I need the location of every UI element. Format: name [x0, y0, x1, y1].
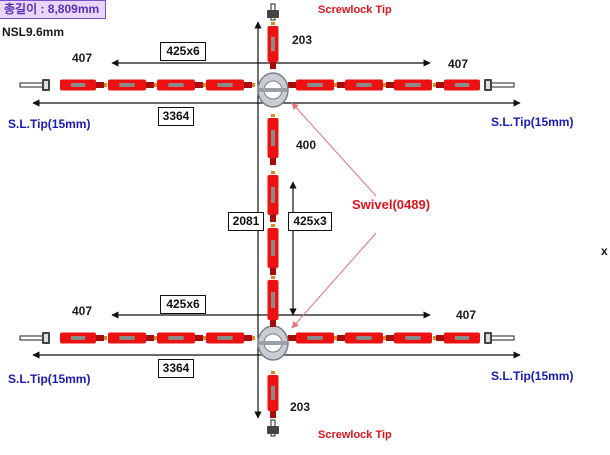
horizontal-total-box-top: 3364: [158, 107, 194, 126]
end-tip-left-top: [19, 79, 50, 91]
chain-link-left-bottom-1: [108, 332, 157, 344]
swivel-pointer-bottom: [291, 232, 377, 329]
screwlock-tip-top-label: Screwlock Tip: [318, 4, 392, 16]
chain-link-right-bottom-3: [383, 332, 432, 344]
vertical-segment-box: 425x3: [288, 212, 332, 231]
swivel-top: [257, 72, 289, 108]
sl-tip-label-bottom-left: S.L.Tip(15mm): [8, 372, 91, 386]
end-tip-left-bottom: [19, 332, 50, 344]
top-link-length: 203: [292, 33, 313, 47]
sl-tip-label-top-left: S.L.Tip(15mm): [8, 117, 91, 131]
sl-tip-label-top-right: S.L.Tip(15mm): [491, 115, 574, 129]
top-link: [267, 22, 279, 69]
screwlock-tip-bottom-label: Screwlock Tip: [318, 429, 392, 441]
chain-link-right-top-2: [334, 79, 383, 91]
end-tip-right-bottom: [484, 332, 515, 344]
chain-link-left-top-3: [206, 79, 255, 91]
end-link-length-top-right: 407: [448, 57, 469, 71]
end-link-length-top-left: 407: [72, 51, 93, 65]
end-tip-right-top: [484, 79, 515, 91]
chain-link-left-top-1: [108, 79, 157, 91]
chain-link-right-bottom-2: [334, 332, 383, 344]
stray-x-mark: x: [601, 244, 608, 258]
center-link-length: 400: [296, 138, 317, 152]
horizontal-segment-box-top: 425x6: [160, 42, 206, 61]
end-tip-top: [267, 3, 279, 21]
end-link-length-bottom-left: 407: [72, 304, 93, 318]
end-link-right-top: [433, 79, 480, 91]
end-link-left-top: [60, 79, 107, 91]
swivel-bottom: [257, 325, 289, 361]
swivel-pointer-top: [291, 102, 377, 197]
total-length-banner: 총길이 : 8,809mm: [0, 0, 107, 19]
vertical-total-box: 2081: [228, 212, 264, 231]
chain-link-right-top-3: [383, 79, 432, 91]
chain-link-left-top-2: [157, 79, 206, 91]
end-link-right-bottom: [433, 332, 480, 344]
end-tip-bottom: [267, 419, 279, 437]
vertical-link-2: [267, 171, 279, 222]
bottom-link-length: 203: [290, 400, 311, 414]
sl-tip-label-bottom-right: S.L.Tip(15mm): [491, 369, 574, 383]
vertical-link-4: [267, 276, 279, 327]
end-link-left-bottom: [60, 332, 107, 344]
horizontal-total-box-bottom: 3364: [158, 359, 194, 378]
horizontal-segment-box-bottom: 425x6: [160, 295, 206, 314]
chain-link-right-top-1: [285, 79, 334, 91]
bottom-link: [267, 371, 279, 418]
vertical-link-3: [267, 224, 279, 275]
chain-link-left-bottom-3: [206, 332, 255, 344]
chain-link-right-bottom-1: [285, 332, 334, 344]
swivel-label: Swivel(0489): [352, 197, 431, 212]
spec-label: NSL9.6mm: [2, 25, 65, 39]
vertical-link-1: [267, 114, 279, 165]
end-link-length-bottom-right: 407: [456, 308, 477, 322]
chain-link-left-bottom-2: [157, 332, 206, 344]
